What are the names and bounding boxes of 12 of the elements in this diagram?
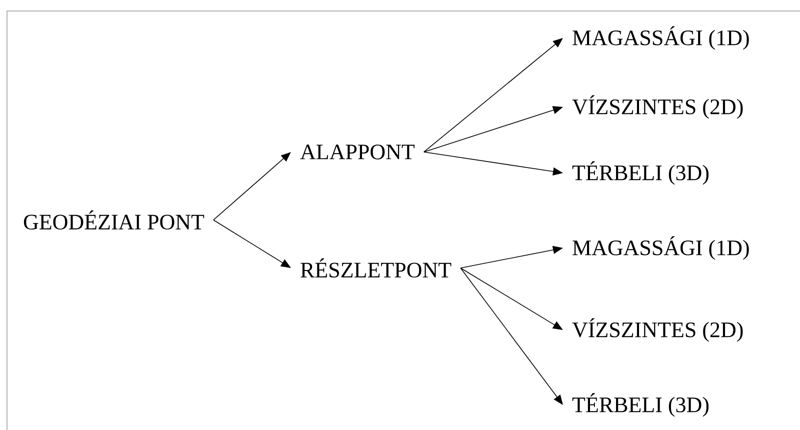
node-label: VÍZSZINTES (2D): [572, 95, 743, 119]
node-label: TÉRBELI (3D): [572, 393, 709, 417]
node-label: GEODÉZIAI PONT: [24, 210, 204, 230]
node-label: VÍZSZINTES (2D): [572, 318, 743, 342]
node-label: TÉRBELI (3D): [572, 161, 709, 185]
arrow: [213, 152, 291, 220]
node-label: MAGASSÁGI (1D): [572, 26, 749, 50]
node-label: RÉSZLETPONT: [300, 258, 452, 278]
node-label: MAGASSÁGI (1D): [572, 236, 749, 260]
arrow: [460, 268, 563, 405]
node-label: ALAPPONT: [300, 144, 415, 160]
arrow: [424, 38, 563, 152]
